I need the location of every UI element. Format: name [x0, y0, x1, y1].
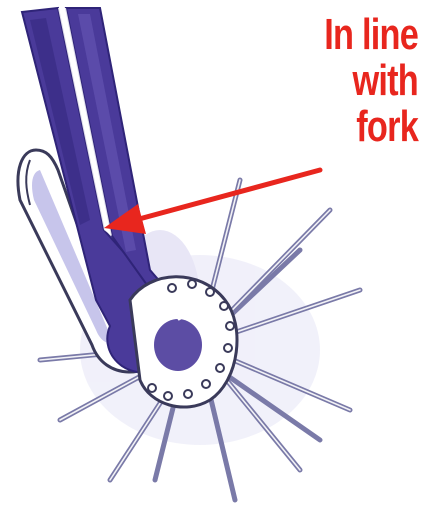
callout-line-1: In line: [301, 12, 418, 58]
callout-line-2: with: [301, 58, 418, 104]
callout-label: In line with fork: [301, 12, 418, 150]
callout-line-3: fork: [301, 104, 418, 150]
wheel-hub: [130, 277, 237, 407]
